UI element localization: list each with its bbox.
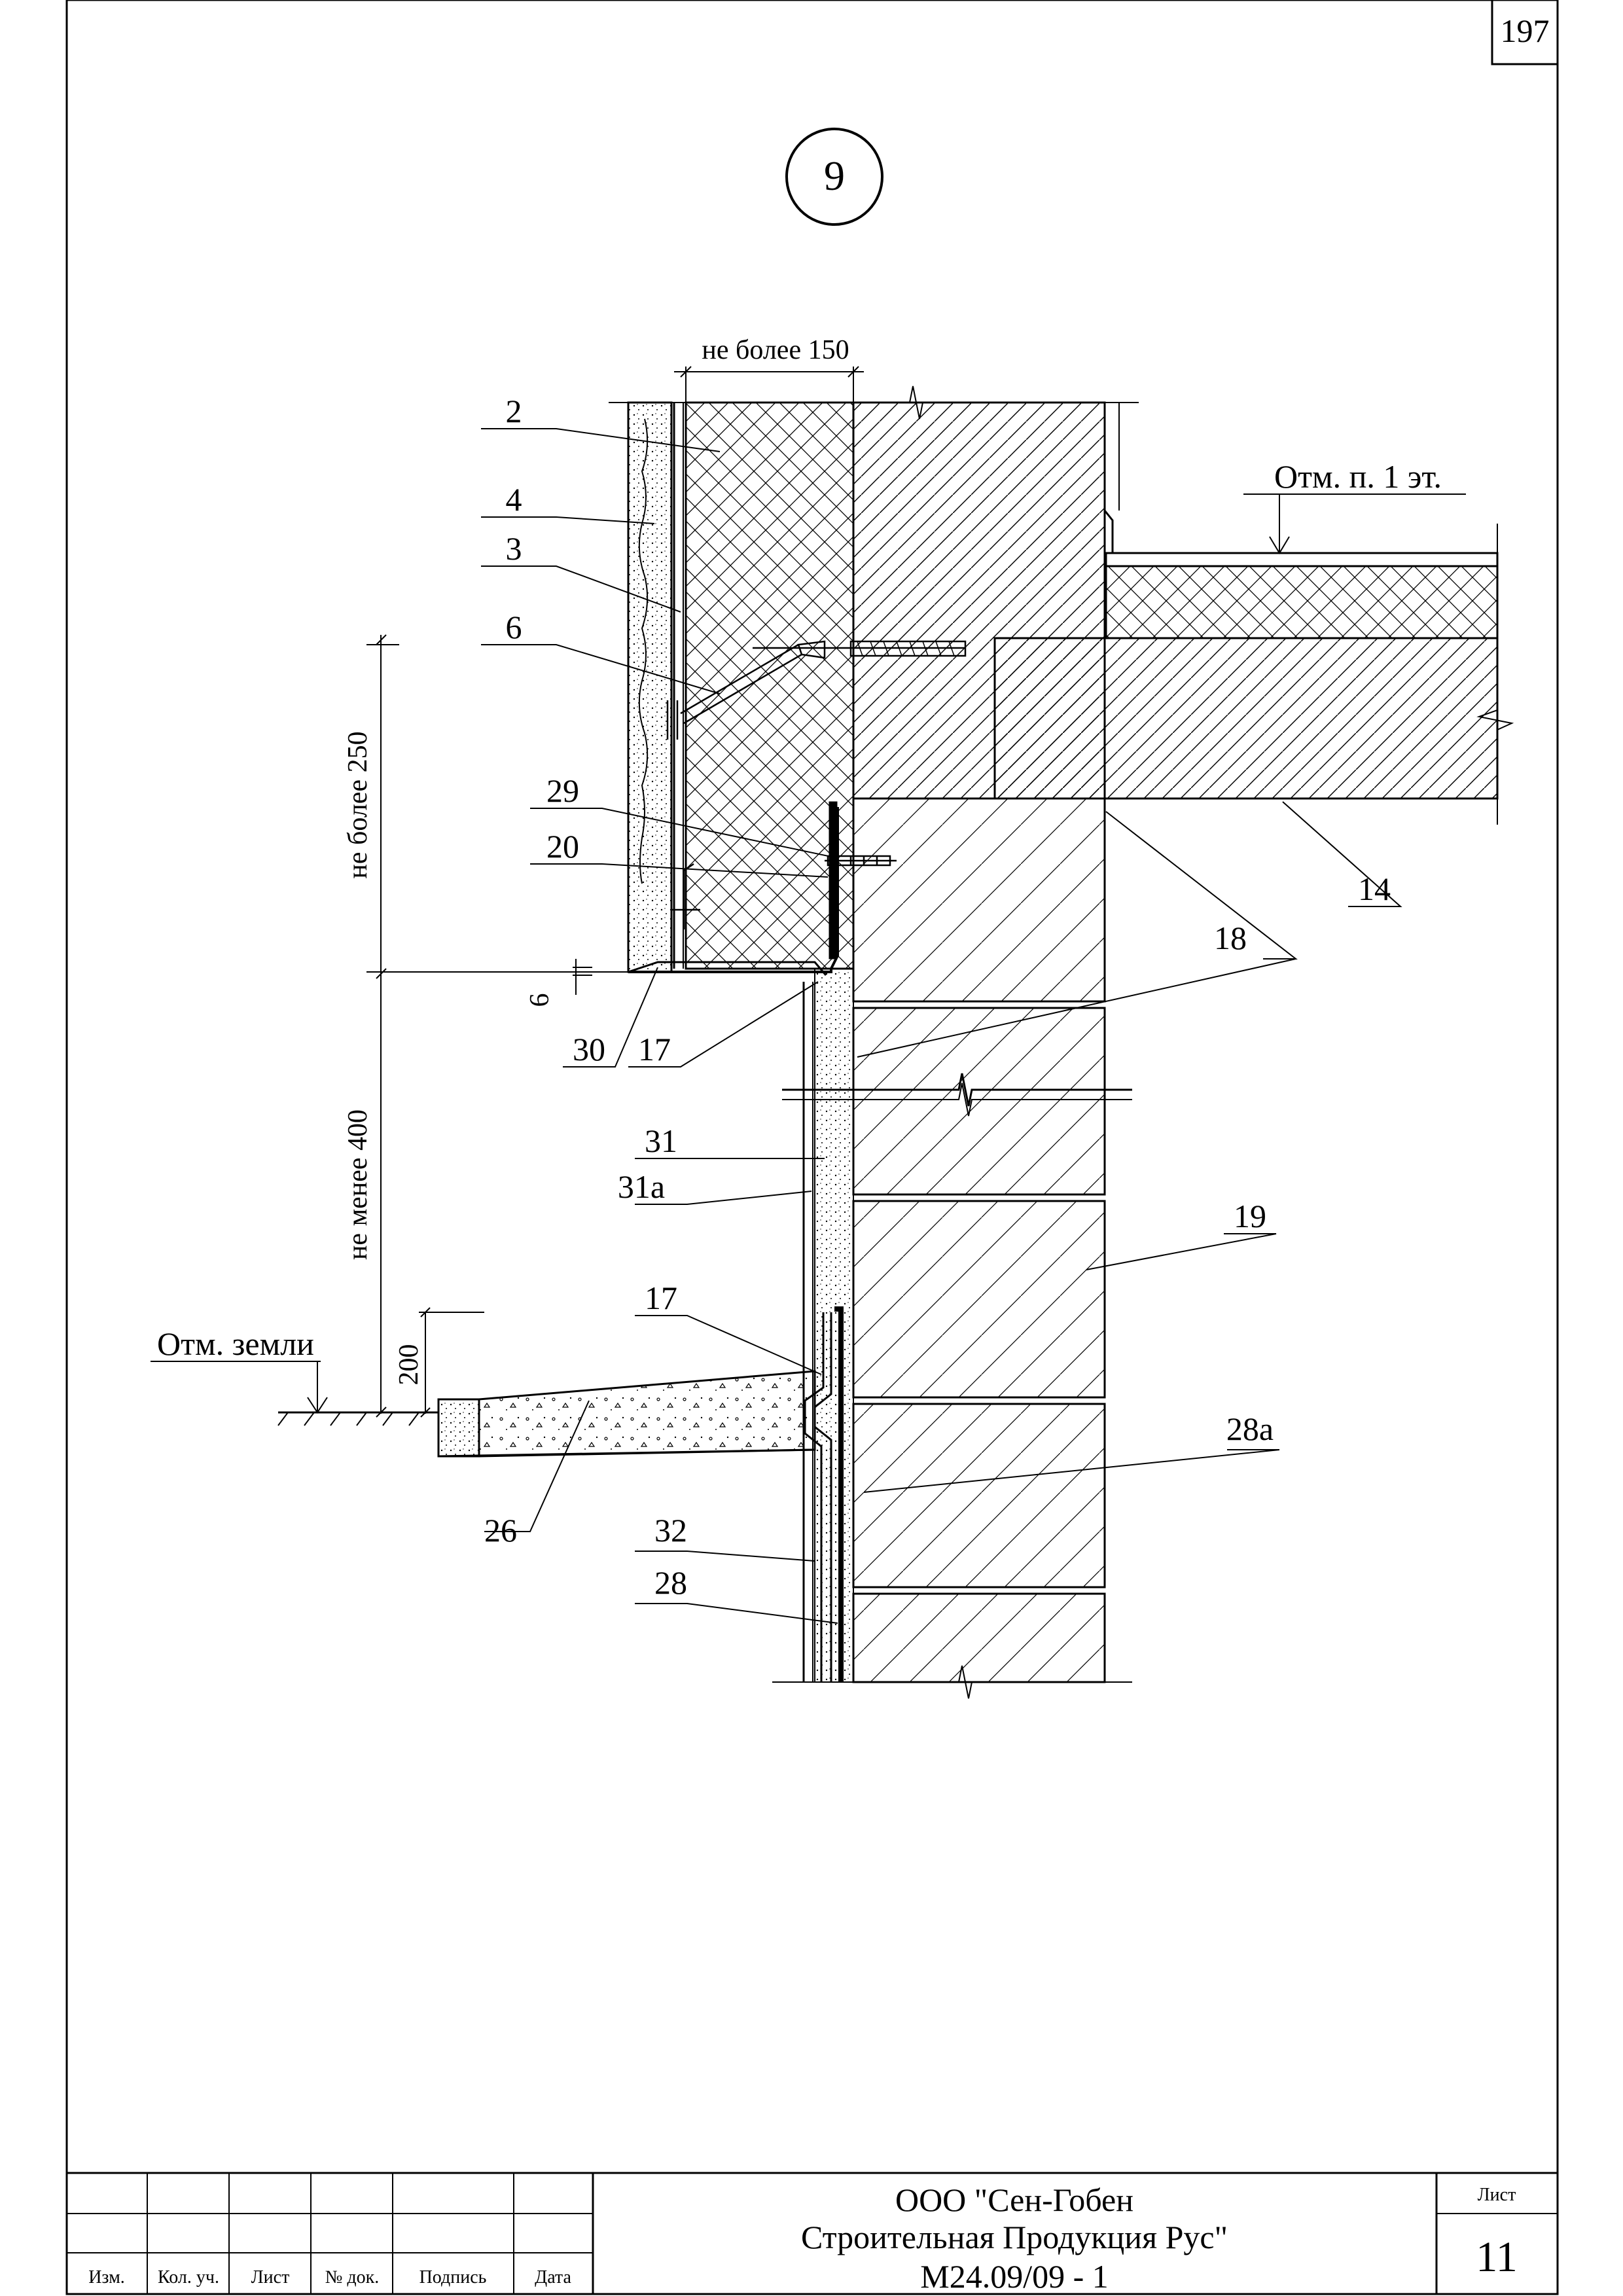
floor-slab <box>993 637 1499 800</box>
plaster-wavy-line <box>638 418 649 884</box>
title-col-date: Дата <box>535 2267 571 2287</box>
foundation-block-5 <box>852 1592 1106 1683</box>
callout-19: 19 <box>1234 1198 1266 1234</box>
plaster-layer <box>627 401 673 973</box>
callout-20: 20 <box>546 828 579 865</box>
corner-sheet-number: 197 <box>1501 12 1550 49</box>
foundation-block-2 <box>852 1007 1106 1196</box>
foundation-block-3 <box>852 1200 1106 1399</box>
callout-17-upper: 17 <box>638 1031 671 1067</box>
dim-lower-vertical: не менее 400 <box>343 1109 373 1260</box>
lower-fixing <box>671 863 700 929</box>
dim-upper-vertical: не более 250 <box>343 731 373 878</box>
title-col-signature: Подпись <box>419 2267 487 2287</box>
sheet-frame <box>65 0 1559 2295</box>
membrane-inner <box>813 1312 832 1682</box>
callout-2: 2 <box>506 393 522 429</box>
blind-area <box>437 1370 816 1458</box>
top-break-line <box>609 386 1139 420</box>
slab-break-line <box>1476 687 1514 753</box>
company-line-1: ООО "Сен-Гобен <box>895 2181 1133 2218</box>
floor-screed <box>1105 552 1499 567</box>
section-drawing <box>277 386 1514 1699</box>
anchor-20 <box>825 844 897 877</box>
callout-4: 4 <box>506 481 522 518</box>
wall-inner-edge <box>1103 403 1114 553</box>
bracket-29 <box>829 801 838 960</box>
callout-26: 26 <box>484 1512 517 1549</box>
ground-hatch <box>277 1412 419 1426</box>
callout-18: 18 <box>1214 920 1247 956</box>
corner-number-box <box>1491 0 1559 65</box>
middle-break-line <box>782 1073 1132 1107</box>
sheet-label: Лист <box>1478 2185 1516 2205</box>
mineral-wool-insulation <box>685 401 855 970</box>
dim-ground-offset: 200 <box>394 1344 424 1386</box>
callout-28: 28 <box>654 1564 687 1601</box>
callout-30: 30 <box>573 1031 605 1067</box>
floor-insulation <box>1105 565 1499 639</box>
drip-flashing-17 <box>628 961 827 976</box>
callout-29: 29 <box>546 772 579 809</box>
detail-number: 9 <box>824 152 845 199</box>
company-line-2: Строительная Продукция Рус" <box>801 2219 1228 2255</box>
middle-break-line-2 <box>782 1083 1132 1117</box>
callout-17-lower: 17 <box>645 1280 677 1316</box>
foundation-block-1 <box>852 797 1106 1003</box>
title-block <box>67 2172 1558 2294</box>
callout-3: 3 <box>506 530 522 567</box>
callout-6: 6 <box>506 609 522 645</box>
title-col-list: Лист <box>251 2267 290 2287</box>
detail-number-circle <box>785 128 883 226</box>
document-code: М24.09/09 - 1 <box>920 2258 1109 2295</box>
bottom-break-line <box>772 1665 1132 1699</box>
dim-top-width: не более 150 <box>702 335 849 365</box>
membrane-outer-28a <box>804 1312 825 1682</box>
title-col-izm: Изм. <box>88 2267 125 2287</box>
waterproofing-28 <box>834 1306 844 1682</box>
dimension-lines <box>151 366 1466 1418</box>
callout-14: 14 <box>1358 870 1391 907</box>
title-col-doc: № док. <box>325 2267 380 2287</box>
callout-28a: 28а <box>1226 1410 1274 1447</box>
dim-gap: 6 <box>525 994 555 1007</box>
callout-leaders <box>481 428 1402 1624</box>
title-col-kol-uch: Кол. уч. <box>158 2267 219 2287</box>
foundation-block-4 <box>852 1403 1106 1588</box>
callout-31: 31 <box>645 1122 677 1159</box>
dowel-6 <box>666 640 967 740</box>
callout-32: 32 <box>654 1512 687 1549</box>
callout-31a: 31а <box>618 1168 665 1205</box>
sheet-value: 11 <box>1476 2233 1518 2281</box>
level-mark-floor: Отм. п. 1 эт. <box>1274 458 1442 495</box>
level-mark-ground: Отм. земли <box>157 1325 314 1362</box>
